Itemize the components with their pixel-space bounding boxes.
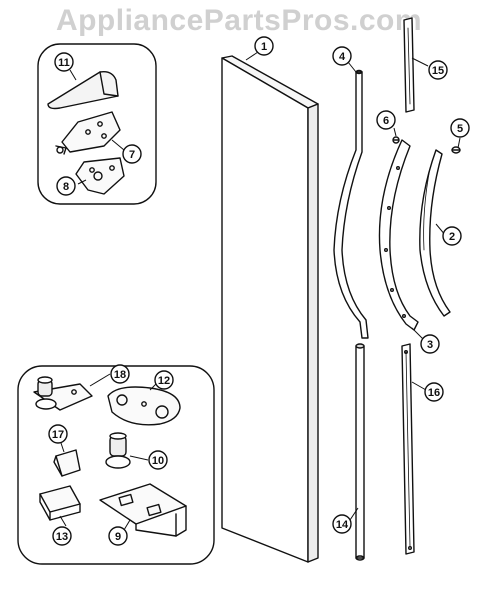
callout-circle xyxy=(54,52,74,72)
callout-circle xyxy=(376,110,396,130)
callout-number: 4 xyxy=(339,51,346,63)
leader-4 xyxy=(347,61,357,73)
callout-circle xyxy=(332,46,352,66)
callout-bearing-10: 10 xyxy=(148,450,168,470)
callout-number: 5 xyxy=(457,123,463,135)
callout-hinge-bracket-lower: 9 xyxy=(108,526,128,546)
leader-18 xyxy=(89,373,111,387)
callout-hinge-base-plate: 8 xyxy=(56,176,76,196)
leader-5 xyxy=(457,137,461,149)
clip-part-17 xyxy=(53,449,81,477)
leader-14 xyxy=(349,507,359,521)
callout-door-panel: 1 xyxy=(254,36,274,56)
callout-hinge-plate: 7 xyxy=(122,144,142,164)
callout-number: 14 xyxy=(336,519,349,531)
callout-circle xyxy=(110,364,130,384)
callout-cap-11: 11 xyxy=(54,52,74,72)
leader-8 xyxy=(77,179,87,185)
callout-number: 16 xyxy=(428,387,440,399)
hinge-bracket-part-9 xyxy=(99,483,187,537)
leader-7 xyxy=(111,139,125,151)
hinge-part-12 xyxy=(107,386,181,426)
callout-circle xyxy=(254,36,274,56)
callout-number: 17 xyxy=(52,429,64,441)
leader-6 xyxy=(393,127,397,137)
cap-part-11 xyxy=(47,70,119,110)
callout-bushing-18: 18 xyxy=(110,364,130,384)
callout-number: 18 xyxy=(114,369,126,381)
leader-12 xyxy=(149,383,157,391)
hinge-plate-part-7 xyxy=(55,111,121,155)
breaker-bracket-part-3 xyxy=(378,139,419,331)
callout-circle xyxy=(450,118,470,138)
callout-number: 8 xyxy=(63,181,69,193)
callout-breaker-bracket: 3 xyxy=(420,334,440,354)
callout-circle xyxy=(108,526,128,546)
callout-clip-17: 17 xyxy=(48,424,68,444)
callout-circle xyxy=(56,176,76,196)
callout-number: 12 xyxy=(158,375,170,387)
screw-part-5 xyxy=(451,146,461,154)
callout-screw-5: 5 xyxy=(450,118,470,138)
callout-circle xyxy=(122,144,142,164)
screw-part-6 xyxy=(392,136,400,144)
leader-9 xyxy=(123,519,131,531)
callout-screw-6: 6 xyxy=(376,110,396,130)
callout-number: 9 xyxy=(115,531,121,543)
callout-trim-16: 16 xyxy=(424,382,444,402)
callout-number: 15 xyxy=(432,65,444,77)
callout-number: 7 xyxy=(129,149,135,161)
handle-upper-part-4 xyxy=(333,69,369,339)
callout-number: 13 xyxy=(56,531,68,543)
hinge-base-plate-part-8 xyxy=(75,157,125,195)
callout-circle xyxy=(420,334,440,354)
callout-number: 1 xyxy=(261,41,267,53)
callout-bracket-13: 13 xyxy=(52,526,72,546)
callout-number: 3 xyxy=(427,339,433,351)
hinge-parts-group-box xyxy=(37,43,157,205)
leader-1 xyxy=(245,51,259,61)
door-panel-part-1 xyxy=(221,55,319,563)
callout-circle xyxy=(148,450,168,470)
callout-hinge-12: 12 xyxy=(154,370,174,390)
handle-lower-part-14 xyxy=(355,343,365,561)
leader-15 xyxy=(411,57,429,67)
leader-13 xyxy=(59,515,67,527)
callout-circle xyxy=(424,382,444,402)
trim-part-16 xyxy=(401,343,415,555)
callout-number: 2 xyxy=(449,231,455,243)
callout-number: 11 xyxy=(58,57,70,69)
bearing-part-10 xyxy=(105,432,131,469)
callout-trim-15: 15 xyxy=(428,60,448,80)
callout-circle xyxy=(154,370,174,390)
callout-circle xyxy=(48,424,68,444)
watermark-text: AppliancePartsPros.com xyxy=(55,4,423,37)
breaker-strip-part-2 xyxy=(419,149,451,317)
leader-11 xyxy=(69,69,77,81)
callout-number: 6 xyxy=(383,115,389,127)
callout-number: 10 xyxy=(152,455,164,467)
callout-handle-upper: 4 xyxy=(332,46,352,66)
bracket-part-13 xyxy=(39,485,81,521)
leader-16 xyxy=(411,381,427,391)
callout-circle xyxy=(428,60,448,80)
leader-10 xyxy=(129,455,149,461)
callout-circle xyxy=(52,526,72,546)
trim-part-15 xyxy=(403,17,415,113)
callout-breaker-strip-curved: 2 xyxy=(442,226,462,246)
callout-handle-lower: 14 xyxy=(332,514,352,534)
bushing-part-18 xyxy=(33,376,93,411)
leader-3 xyxy=(411,327,425,341)
callout-circle xyxy=(442,226,462,246)
callout-circle xyxy=(332,514,352,534)
